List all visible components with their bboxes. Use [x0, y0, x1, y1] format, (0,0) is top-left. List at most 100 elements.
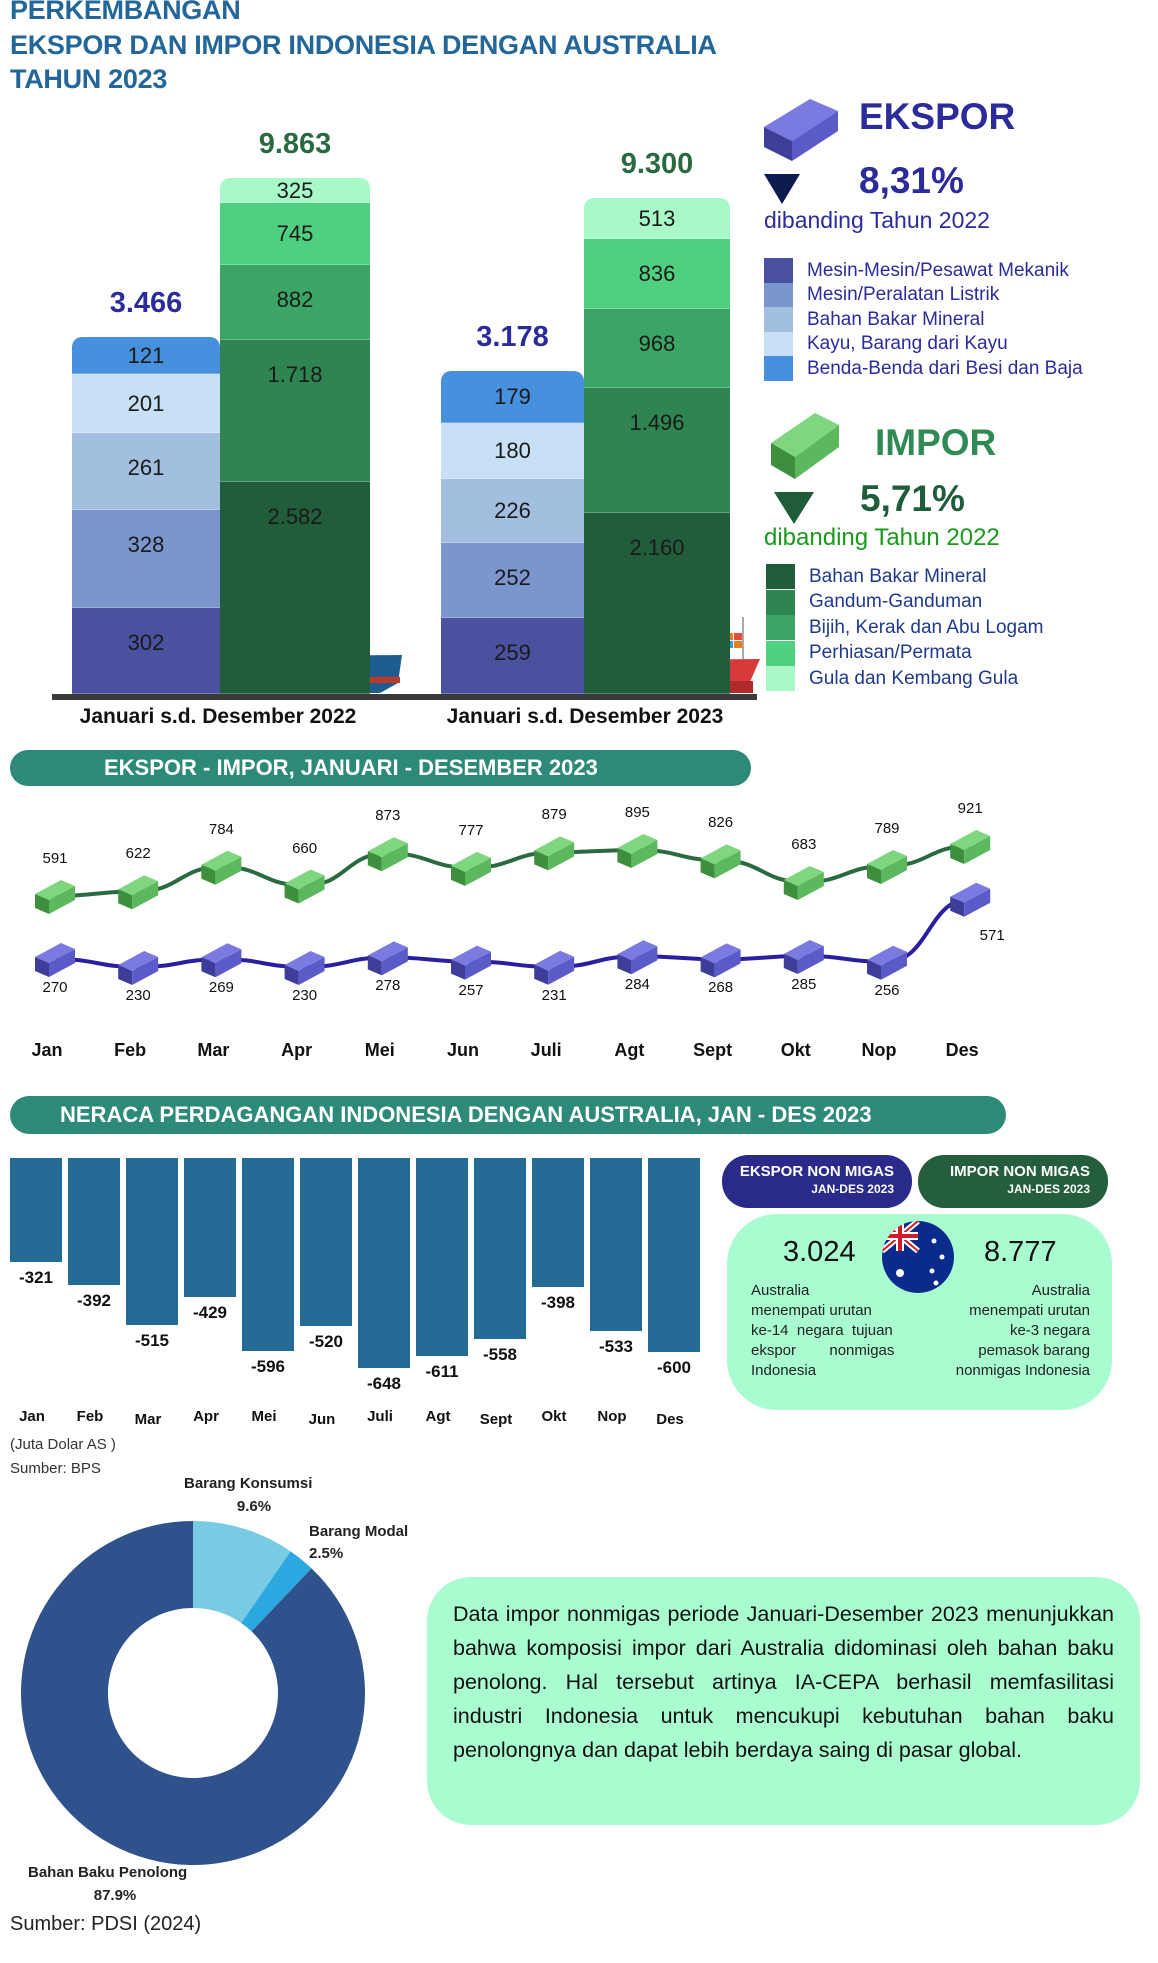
desc-line: ke-14 negara tujuan	[751, 1322, 893, 1339]
legend-label: Kayu, Barang dari Kayu	[807, 333, 1008, 354]
section-title: NERACA PERDAGANGAN INDONESIA DENGAN AUST…	[60, 1102, 872, 1127]
impor-nonmigas-value: 8.777	[984, 1236, 1057, 1268]
desc-line: menempati urutan	[969, 1302, 1090, 1319]
segment-value: 1.718	[267, 362, 323, 387]
pill-period: JAN-DES 2023	[1007, 1182, 1090, 1196]
green-container-point	[35, 880, 75, 914]
segment-value: 121	[127, 342, 165, 368]
x-tick-label: Sept	[479, 1411, 513, 1428]
x-tick-label: Okt	[780, 1040, 811, 1060]
desc-line: menempati urutan	[751, 1302, 872, 1319]
blue-container-point	[617, 940, 658, 975]
data-label: 256	[874, 981, 900, 999]
balance-bar	[300, 1158, 352, 1327]
desc-line: Australia	[751, 1282, 810, 1299]
x-tick-label: Juli	[530, 1040, 562, 1060]
ekspor-segment: 252	[441, 543, 584, 618]
legend-label: Bijih, Kerak dan Abu Logam	[809, 616, 1044, 638]
ekspor-compare: dibanding Tahun 2022	[764, 207, 990, 233]
segment-value: 836	[638, 261, 676, 286]
desc-line: ekspor nonmigas	[751, 1342, 895, 1359]
legend-item: Perhiasan/Permata	[766, 640, 972, 666]
data-label: 268	[708, 979, 734, 997]
pill-title: IMPOR NON MIGAS	[949, 1163, 1090, 1180]
monthly-line-chart	[35, 830, 991, 985]
x-tick-label: Sept	[693, 1040, 733, 1060]
legend-label: Perhiasan/Permata	[809, 642, 972, 663]
x-tick-label: Mar	[197, 1040, 230, 1060]
legend-swatch	[764, 356, 793, 381]
data-label: 622	[125, 845, 151, 863]
data-label: 921	[957, 800, 983, 817]
green-container-point	[118, 875, 159, 910]
data-label: 784	[208, 820, 234, 838]
green-container-point	[201, 850, 242, 885]
ekspor-segment: 261	[72, 433, 220, 510]
x-tick-label: Apr	[193, 1408, 219, 1425]
green-container-point	[617, 833, 658, 868]
data-label: 270	[42, 979, 68, 996]
x-tick-label: Jun	[446, 1040, 480, 1060]
ekspor-nonmigas-value: 3.024	[783, 1236, 856, 1268]
data-label: 879	[541, 806, 567, 824]
data-label: 660	[292, 839, 318, 857]
legend-swatch	[764, 307, 793, 332]
legend-label: Gula dan Kembang Gula	[809, 667, 1019, 689]
import-composition-donut	[21, 1521, 365, 1865]
x-tick-label: Jan	[31, 1040, 63, 1060]
legend-item: Mesin/Peralatan Listrik	[764, 282, 999, 308]
ekspor-title: EKSPOR	[859, 96, 1016, 137]
balance-bar	[126, 1158, 178, 1325]
ekspor-segment: 179	[441, 371, 584, 423]
legend-label: Bahan Bakar Mineral	[809, 565, 987, 587]
desc-line: ke-3 negara	[1009, 1322, 1090, 1339]
data-label: 826	[708, 814, 734, 832]
x-tick-label: Nop	[597, 1408, 627, 1425]
impor-total: 9.300	[620, 148, 694, 180]
x-tick-label: Nop	[861, 1040, 897, 1060]
x-tick-label: Feb	[114, 1040, 147, 1060]
slice-pct-modal: 2.5%	[309, 1545, 344, 1562]
legend-item: Bahan Bakar Mineral	[764, 307, 984, 332]
year-label: Januari s.d. Desember 2023	[446, 705, 724, 728]
ekspor-segment: 328	[72, 510, 220, 608]
legend-swatch	[766, 589, 795, 615]
legend-item: Gula dan Kembang Gula	[766, 666, 1018, 691]
year-label: Januari s.d. Desember 2022	[79, 705, 357, 728]
legend-item: Benda-Benda dari Besi dan Baja	[764, 356, 1083, 381]
section-header-monthly: EKSPOR - IMPOR, JANUARI - DESEMBER 2023	[10, 750, 751, 786]
balance-bar	[648, 1158, 700, 1353]
slice-pct-konsumsi: 9.6%	[236, 1498, 272, 1515]
x-tick-label: Mar	[134, 1411, 162, 1428]
x-tick-label: Jun	[308, 1411, 336, 1428]
impor-compare: dibanding Tahun 2022	[764, 524, 1000, 551]
x-tick-label: Apr	[281, 1040, 313, 1060]
balance-bar	[184, 1158, 236, 1297]
impor-segment: 836	[584, 239, 730, 309]
segment-value: 252	[494, 565, 531, 590]
x-tick-label: Juli	[367, 1408, 393, 1425]
green-container-point	[367, 837, 408, 872]
data-label: 789	[874, 820, 900, 837]
segment-value: 328	[127, 532, 165, 557]
segment-value: 261	[127, 455, 165, 480]
blue-container-point	[783, 940, 824, 974]
impor-segment: 745	[220, 203, 370, 265]
balance-bar	[416, 1158, 468, 1356]
ekspor-total: 3.178	[476, 321, 549, 353]
desc-line: pemasok barang	[978, 1342, 1090, 1359]
slice-label-modal: Barang Modal	[309, 1523, 409, 1540]
balance-bar	[532, 1158, 584, 1287]
pill-title: EKSPOR NON MIGAS	[739, 1163, 894, 1180]
blue-container-point	[867, 945, 907, 980]
blue-container-point	[201, 943, 242, 978]
segment-value: 968	[638, 331, 676, 356]
impor-nonmigas-pill: IMPOR NON MIGAS JAN-DES 2023	[918, 1155, 1108, 1208]
bar-value-label: -321	[18, 1268, 54, 1287]
legend-item: Kayu, Barang dari Kayu	[764, 331, 1008, 357]
ekspor-segment: 121	[72, 337, 220, 374]
bar-value-label: -596	[250, 1357, 286, 1377]
data-label: 873	[375, 807, 401, 825]
blue-container-point	[950, 882, 991, 917]
